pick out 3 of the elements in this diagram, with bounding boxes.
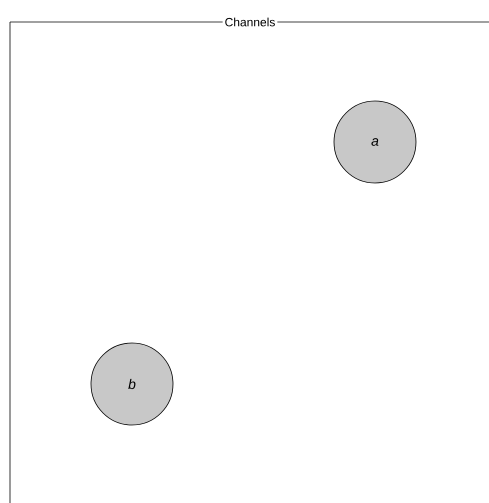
circle-node: b xyxy=(90,342,174,426)
circle-node: a xyxy=(334,100,416,184)
node-label: Channels xyxy=(225,18,275,26)
